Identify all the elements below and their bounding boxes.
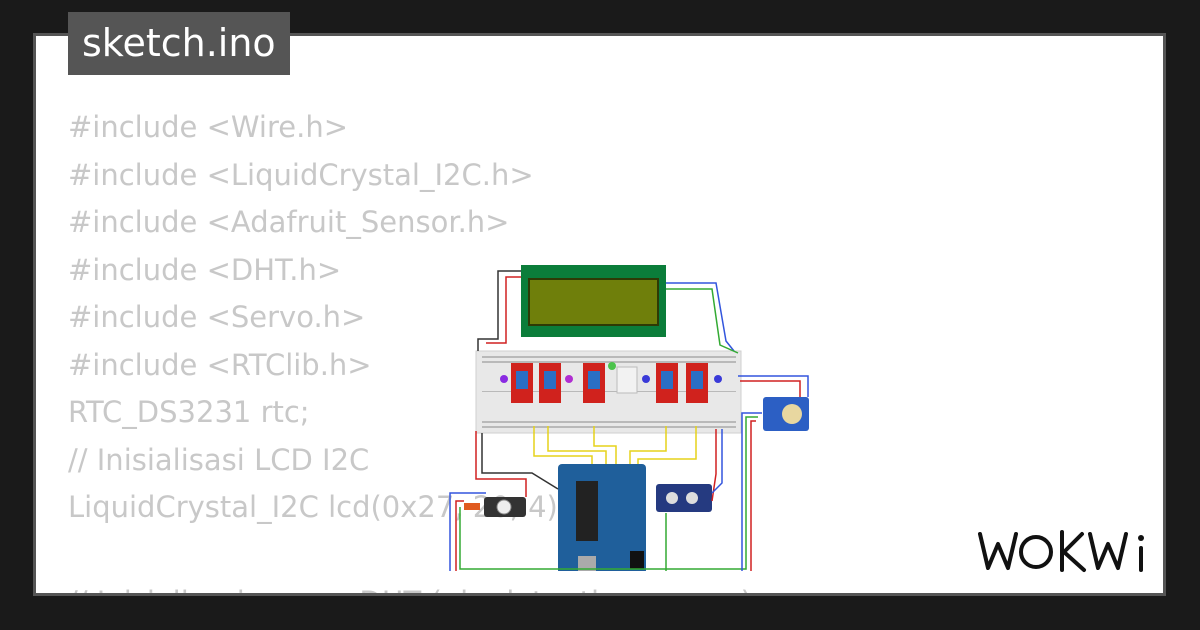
code-line: #include <Wire.h> [68, 110, 349, 144]
relay-modules [511, 363, 708, 403]
code-line: // Inisialisasi LCD I2C [68, 442, 370, 477]
code-line: // Inisialisasi sensor DHT (pin data, ti… [68, 579, 752, 593]
code-line: #include <DHT.h> [68, 252, 342, 287]
led [714, 375, 722, 383]
code-line: #include <Adafruit_Sensor.h> [68, 205, 510, 239]
file-tab[interactable]: sketch.ino [68, 12, 290, 75]
sensor-module [656, 484, 712, 512]
code-line: #include <LiquidCrystal_I2C.h> [68, 157, 534, 192]
led [500, 375, 508, 383]
wokwi-logo [978, 530, 1144, 572]
code-line: #include <Servo.h> [68, 300, 366, 334]
led [608, 362, 616, 370]
dht-sensor [616, 366, 638, 394]
lcd-screen [528, 278, 659, 326]
code-preview-card: #include <Wire.h> #include <LiquidCrysta… [33, 33, 1166, 596]
led [642, 375, 650, 383]
circuit-diagram [449, 265, 809, 571]
code-line: RTC_DS3231 rtc; [68, 395, 310, 429]
code-block: #include <Wire.h> #include <LiquidCrysta… [68, 104, 752, 593]
led [565, 375, 573, 383]
code-line: #include <RTClib.h> [68, 347, 372, 382]
